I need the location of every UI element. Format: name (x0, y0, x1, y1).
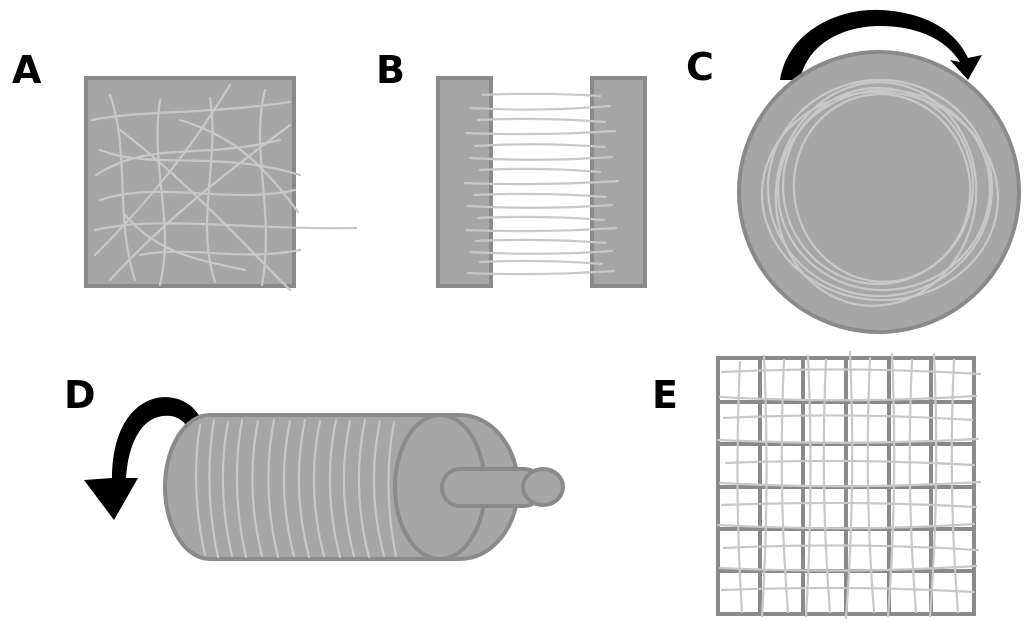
random-fibers (90, 83, 358, 292)
panel-label-e: E (652, 373, 678, 417)
panel-a: A (12, 48, 358, 292)
aligned-fibers (463, 92, 620, 276)
panel-b: B (376, 48, 647, 288)
panel-c: C (686, 9, 1021, 334)
panel-label-b: B (376, 48, 405, 92)
rotation-arrow-d (84, 397, 205, 520)
rotation-arrow-c (780, 9, 982, 80)
panel-e: E (652, 350, 982, 620)
panel-d: D (64, 373, 565, 561)
panel-label-d: D (64, 373, 96, 417)
mandrel-shaft-end (521, 467, 565, 507)
grid-fibers-vertical (736, 350, 960, 620)
left-electrode (436, 76, 493, 288)
wound-fibers (194, 418, 398, 559)
panel-label-a: A (12, 48, 42, 92)
circular-fibers (760, 78, 1000, 307)
panel-label-c: C (686, 45, 714, 89)
